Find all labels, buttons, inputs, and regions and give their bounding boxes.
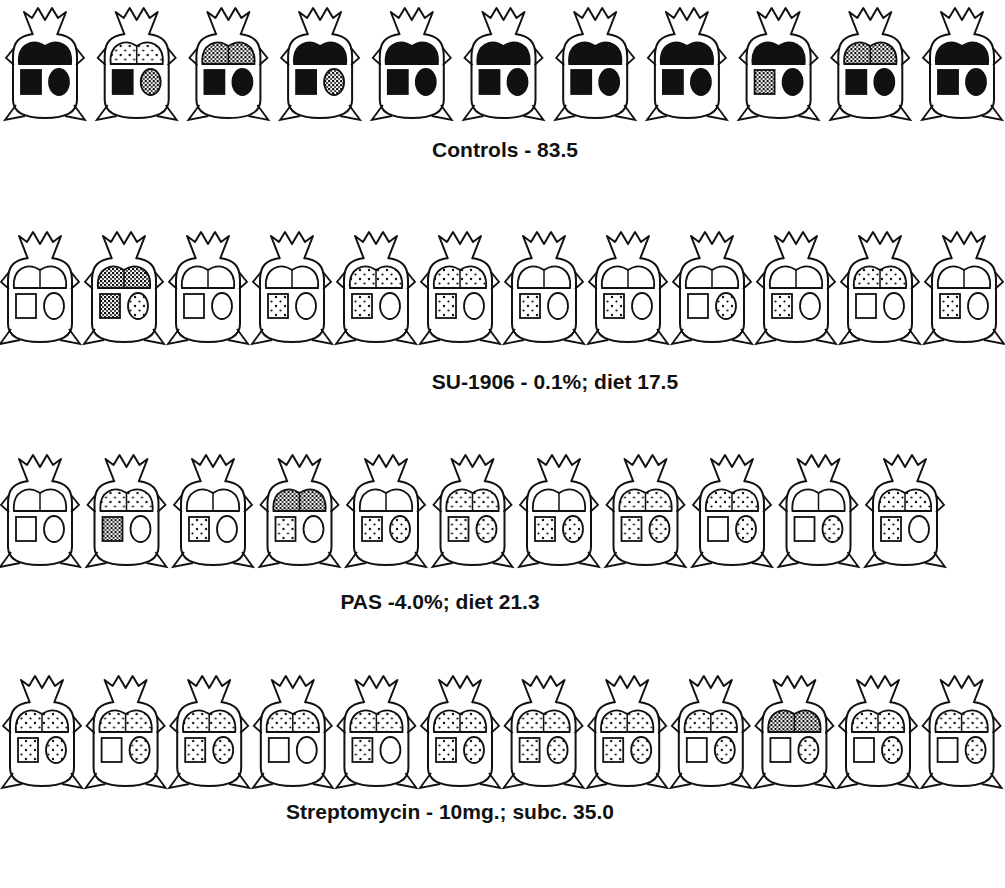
animal-outline bbox=[555, 8, 635, 120]
animal-outline bbox=[865, 455, 945, 567]
animal-outline bbox=[188, 8, 268, 120]
animal-outline bbox=[830, 8, 910, 120]
animal-outline bbox=[420, 232, 500, 344]
animal-outline bbox=[169, 676, 249, 788]
animal-outline bbox=[336, 232, 416, 344]
animal-outline bbox=[779, 455, 859, 567]
animal-outline bbox=[0, 455, 80, 567]
animal-outline bbox=[0, 232, 80, 344]
animal-outline bbox=[5, 8, 85, 120]
animal-outline bbox=[253, 676, 333, 788]
animal-outline bbox=[87, 455, 167, 567]
animal-outline bbox=[838, 676, 918, 788]
animal-outline bbox=[433, 455, 513, 567]
animal-outline bbox=[739, 8, 819, 120]
animal-outline bbox=[504, 232, 584, 344]
animal-outline bbox=[84, 232, 164, 344]
animal-outline bbox=[754, 676, 834, 788]
animal-outline bbox=[924, 232, 1004, 344]
animal-outline bbox=[336, 676, 416, 788]
animal-outline bbox=[168, 232, 248, 344]
group-label: Controls - 83.5 bbox=[432, 138, 578, 162]
animal-outline bbox=[372, 8, 452, 120]
animal-outline bbox=[420, 676, 500, 788]
group-label: Streptomycin - 10mg.; subc. 35.0 bbox=[286, 800, 614, 824]
animal-outline bbox=[173, 455, 253, 567]
animal-outline bbox=[97, 8, 177, 120]
animal-outline bbox=[86, 676, 166, 788]
animal-outline bbox=[588, 232, 668, 344]
animal-outline bbox=[647, 8, 727, 120]
animal-outline bbox=[922, 8, 1002, 120]
animal-outline bbox=[519, 455, 599, 567]
animal-outline bbox=[280, 8, 360, 120]
animal-outline bbox=[692, 455, 772, 567]
animal-outline bbox=[587, 676, 667, 788]
animal-outline bbox=[756, 232, 836, 344]
animal-outline bbox=[606, 455, 686, 567]
animal-outline bbox=[504, 676, 584, 788]
animal-outline bbox=[2, 676, 82, 788]
animal-outline bbox=[672, 232, 752, 344]
animal-outline bbox=[252, 232, 332, 344]
animal-outline bbox=[464, 8, 544, 120]
animal-outline bbox=[671, 676, 751, 788]
animal-outline bbox=[260, 455, 340, 567]
animal-outline bbox=[346, 455, 426, 567]
group-label: PAS -4.0%; diet 21.3 bbox=[340, 590, 539, 614]
group-label: SU-1906 - 0.1%; diet 17.5 bbox=[432, 370, 678, 394]
animal-outline bbox=[840, 232, 920, 344]
animal-outline bbox=[922, 676, 1002, 788]
